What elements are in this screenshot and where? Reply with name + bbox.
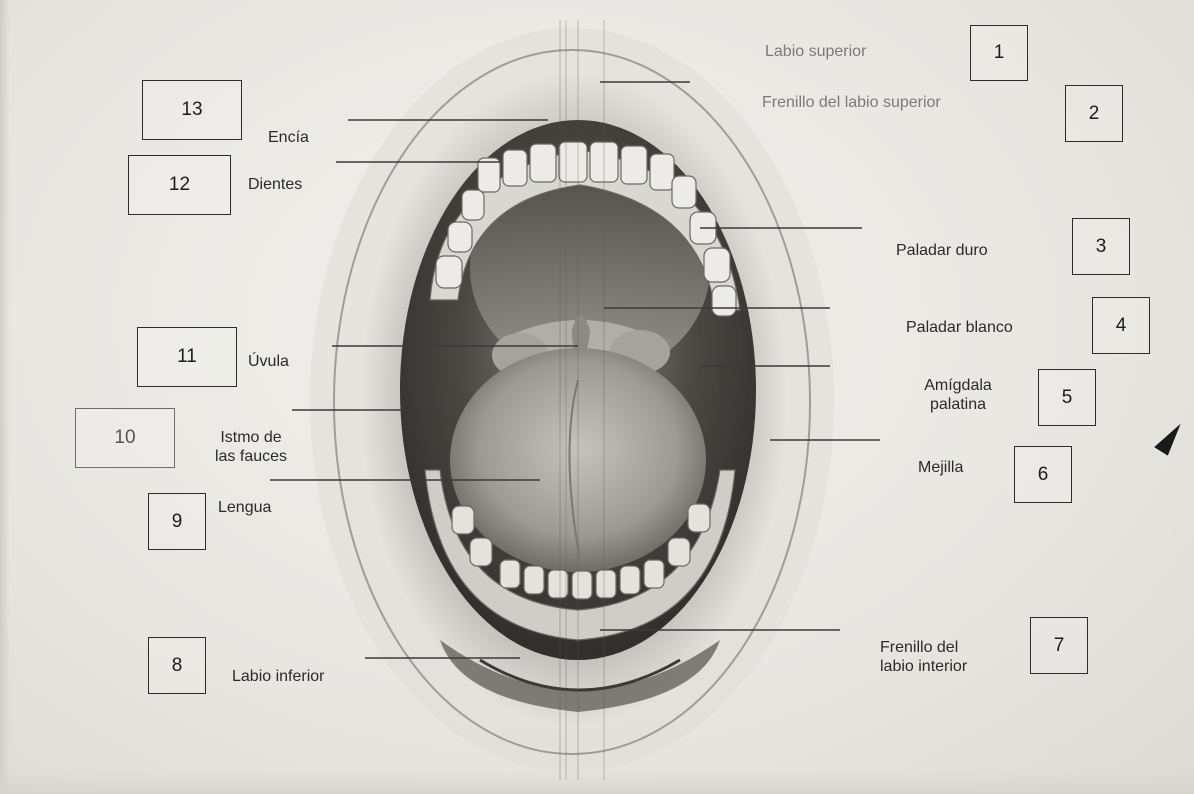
label-paladar-blanco: Paladar blanco <box>906 318 1013 337</box>
label-encia: Encía <box>268 128 309 147</box>
number-box-4: 4 <box>1092 297 1150 354</box>
label-labio-inferior: Labio inferior <box>232 667 325 686</box>
label-uvula: Úvula <box>248 352 289 371</box>
number-box-3: 3 <box>1072 218 1130 275</box>
number-box-5: 5 <box>1038 369 1096 426</box>
label-frenillo-line-1: Frenillo del <box>880 638 967 657</box>
number-box-7: 7 <box>1030 617 1088 674</box>
label-frenillo-line-2: labio interior <box>880 657 967 676</box>
number-box-6: 6 <box>1014 446 1072 503</box>
label-amigdala-palatina: Amígdala palatina <box>912 376 1004 414</box>
number-box-13: 13 <box>142 80 242 140</box>
label-frenillo-labio-superior: Frenillo del labio superior <box>762 93 941 112</box>
number-box-1: 1 <box>970 25 1028 81</box>
label-amigdala-line-1: Amígdala <box>912 376 1004 395</box>
number-box-10: 10 <box>75 408 175 468</box>
number-box-12: 12 <box>128 155 231 215</box>
label-istmo-line-1: Istmo de <box>186 428 316 447</box>
label-mejilla: Mejilla <box>918 458 963 477</box>
number-box-9: 9 <box>148 493 206 550</box>
number-box-2: 2 <box>1065 85 1123 142</box>
number-box-11: 11 <box>137 327 237 387</box>
label-labio-superior: Labio superior <box>765 42 866 61</box>
label-istmo-line-2: las fauces <box>186 447 316 466</box>
label-dientes: Dientes <box>248 175 302 194</box>
label-istmo-fauces: Istmo de las fauces <box>186 428 316 466</box>
label-paladar-duro: Paladar duro <box>896 241 988 260</box>
label-frenillo-labio-interior: Frenillo del labio interior <box>880 638 967 676</box>
number-box-8: 8 <box>148 637 206 694</box>
label-lengua: Lengua <box>218 498 271 517</box>
label-amigdala-line-2: palatina <box>912 395 1004 414</box>
